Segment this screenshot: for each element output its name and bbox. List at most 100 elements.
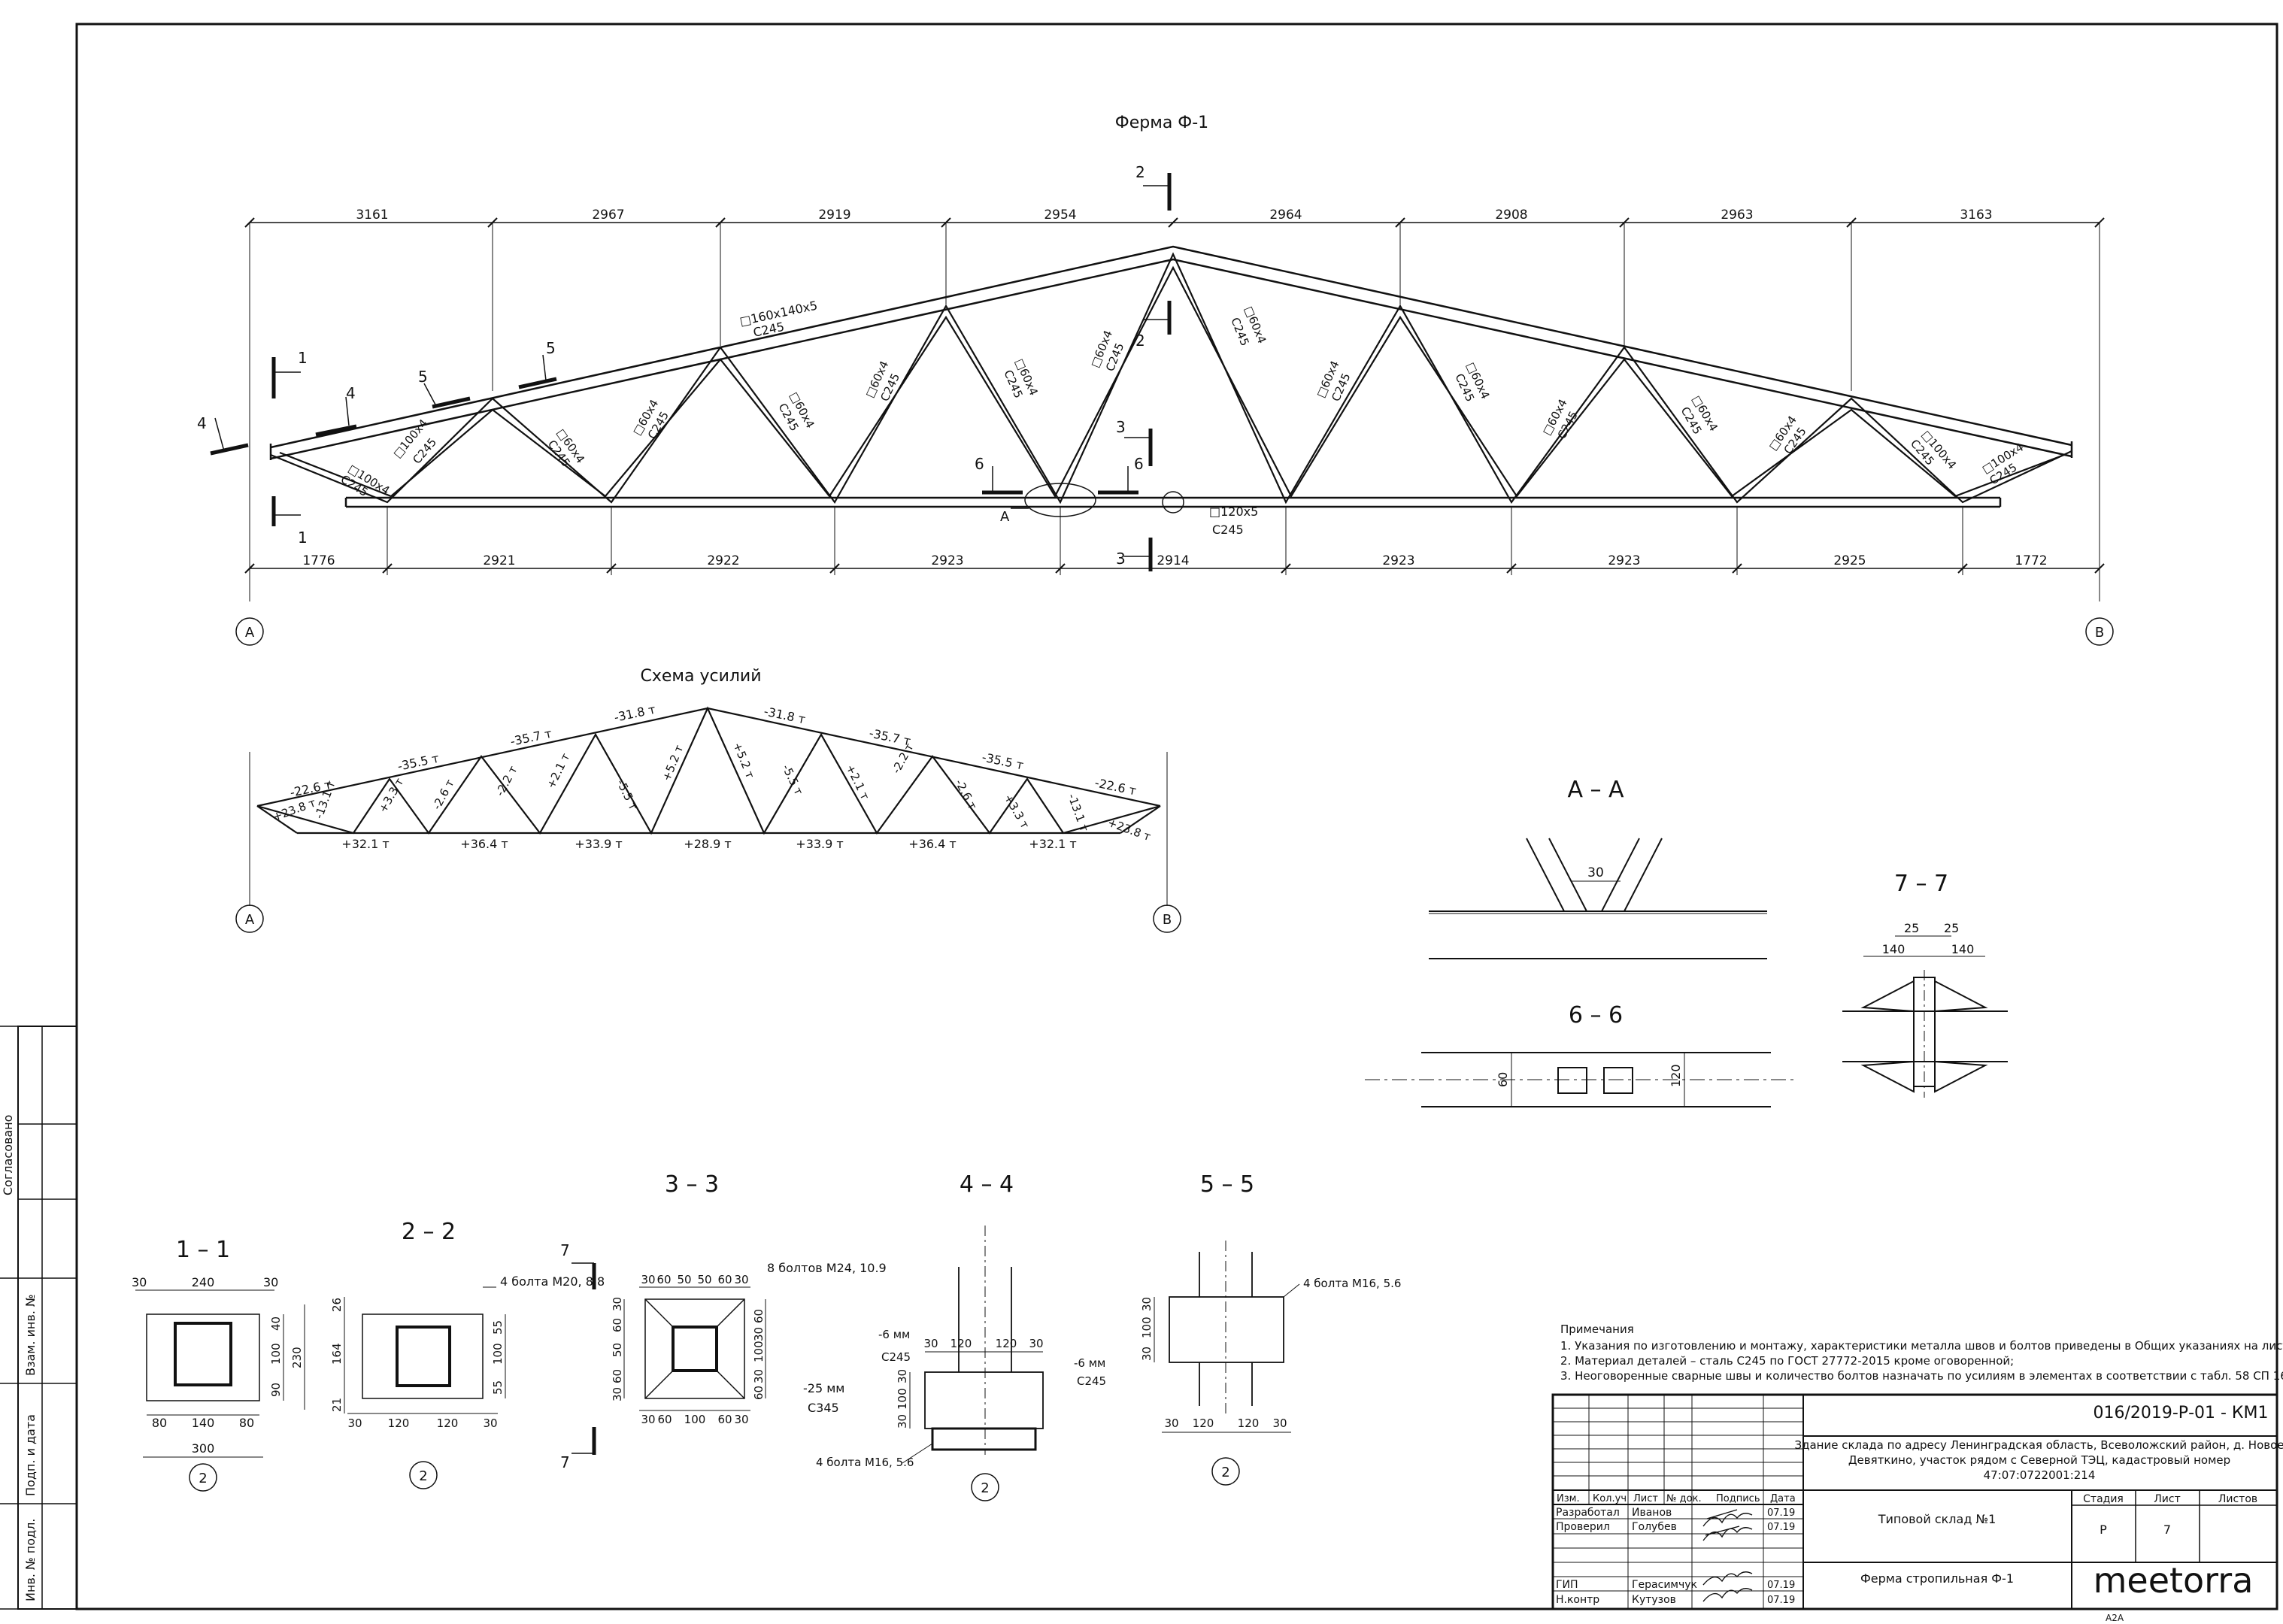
ref-label: 2 [199, 1471, 207, 1486]
bottom-dim: 2923 [1608, 553, 1640, 568]
title-block: Изм. Кол.уч Лист № док. Подпись Дата Раз… [1551, 1393, 2283, 1623]
tb-sheets-header: Листов [2218, 1493, 2257, 1505]
s55-dim: 30 [1164, 1416, 1178, 1430]
sheet-frame [75, 23, 2278, 1610]
s33-dim: 60 [611, 1318, 624, 1332]
s33-dim: 30 [611, 1387, 624, 1401]
tb-col-header: № док. [1666, 1493, 1702, 1504]
s33-dim: 30 [752, 1369, 766, 1383]
s11-dim: 100 [269, 1343, 283, 1365]
cut-4-label: 4 [197, 414, 207, 432]
section-5-5: 5 – 5 4 болта М16, 5.6 30 100 30 30 120 … [1140, 1171, 1401, 1486]
s22-dim: 26 [330, 1298, 344, 1312]
signature-icon [1702, 1509, 1753, 1602]
tb-role: ГИП [1556, 1579, 1578, 1591]
s33-dim: 30 [641, 1273, 655, 1286]
s11-dim: 40 [269, 1316, 283, 1331]
force-web: -2.2 т [890, 741, 917, 775]
tb-col-header: Подпись [1716, 1493, 1760, 1504]
s33-dim: 60 [717, 1273, 732, 1286]
cut-7-label: 7 [560, 1241, 570, 1259]
s44-dim: 30 [896, 1369, 909, 1383]
tb-date: 07.19 [1767, 1522, 1795, 1533]
s22-dim: 55 [491, 1380, 505, 1395]
section-2-2: 2 – 2 4 болта М20, 8.8 26 164 21 55 100 … [330, 1219, 605, 1489]
bottom-dim: 2923 [931, 553, 963, 568]
top-dim: 3163 [1960, 208, 1992, 223]
tb-name: Голубев [1632, 1521, 1677, 1533]
force-title: Схема усилий [640, 667, 761, 686]
notes-heading: Примечания [1560, 1323, 1634, 1336]
cut-6-label: 6 [975, 455, 984, 473]
truss-drawing: Ферма Ф-1 3161 2967 2919 2954 2964 2908 … [197, 114, 2114, 646]
s77-dim: 25 [1904, 921, 1919, 935]
note-line: 3. Неоговоренные сварные швы и количеств… [1560, 1369, 2283, 1383]
s22-dim: 21 [330, 1398, 344, 1412]
tb-name: Иванов [1632, 1507, 1672, 1519]
ref-bubble [189, 1463, 217, 1492]
s55-dim: 30 [1272, 1416, 1287, 1430]
tb-col-header: Дата [1770, 1493, 1796, 1504]
ref-label: 2 [419, 1468, 427, 1484]
aa-dim: 30 [1587, 865, 1604, 880]
s22-bolts: 4 болта М20, 8.8 [500, 1274, 605, 1289]
tb-name: Герасимчук [1632, 1579, 1697, 1591]
cut-2-label: 2 [1135, 163, 1145, 181]
s44-dim: 120 [996, 1337, 1017, 1350]
splice-mark [1162, 491, 1184, 514]
force-bottom: +33.9 т [796, 837, 843, 851]
top-dim: 2967 [592, 208, 624, 223]
tb-address: Здание склада по адресу Ленинградская об… [1794, 1438, 2283, 1452]
cut-1-label: 1 [298, 529, 308, 547]
bottom-dim: 2923 [1382, 553, 1414, 568]
s33-dim: 50 [611, 1343, 624, 1357]
axis-b-bubble [1153, 904, 1181, 933]
bottom-dimension-chain: 1776 2921 2922 2923 2914 2923 2923 2925 … [244, 507, 2105, 575]
s22-dim: 120 [388, 1416, 410, 1430]
s66-dim-right: 120 [1669, 1064, 1683, 1087]
s44-plate-l: -6 мм [878, 1328, 910, 1341]
axis-a-label: А [245, 625, 255, 641]
bottom-dim: 1772 [2015, 553, 2047, 568]
tb-date: 07.19 [1767, 1595, 1795, 1606]
s33-dim: 60 [611, 1369, 624, 1383]
tb-address: 47:07:0722001:214 [1984, 1468, 2096, 1482]
tb-col-header: Лист [1633, 1493, 1658, 1504]
tb-sheet-header: Лист [2154, 1493, 2180, 1505]
sign-date-label: Подп. и дата [23, 1414, 38, 1496]
s44-dim: 30 [896, 1414, 909, 1429]
s11-dim: 80 [239, 1416, 254, 1430]
note-line: 1. Указания по изготовлению и монтажу, х… [1560, 1339, 2283, 1353]
ref-label: 2 [1221, 1465, 1229, 1480]
s22-dim: 30 [483, 1416, 497, 1430]
axis-a-label: А [245, 912, 255, 928]
axis-b-label: В [1163, 912, 1172, 928]
s33-dim: 60 [657, 1413, 672, 1426]
s33-dim: 30 [752, 1327, 766, 1341]
tb-col-header: Изм. [1557, 1493, 1580, 1504]
tb-date: 07.19 [1767, 1580, 1795, 1591]
bottom-dim: 2921 [483, 553, 515, 568]
s33-plate: -25 мм [803, 1381, 844, 1395]
section-a-a: А – А 30 [1429, 777, 1767, 959]
force-web: +2.1 т [544, 751, 572, 791]
s22-dim: 100 [491, 1343, 505, 1365]
s44-plate-r-steel: С245 [1077, 1374, 1106, 1388]
force-web: +3.3 т [1002, 792, 1032, 831]
cut-2-label: 2 [1135, 332, 1145, 350]
cut-7-label: 7 [560, 1453, 570, 1471]
force-bottom: +33.9 т [575, 837, 622, 851]
section-6-6: 6 – 6 60 120 [1365, 1002, 1797, 1107]
bottom-chord-profile: □120х5 [1209, 504, 1258, 519]
cut-4-label: 4 [346, 384, 356, 402]
force-end: +23.8 т [271, 795, 317, 823]
tb-stage: Р [2100, 1522, 2107, 1537]
force-top: -22.6 т [1093, 775, 1138, 798]
axis-a-bubble [235, 904, 264, 933]
dimension-tick [2094, 563, 2105, 574]
s44-bolts: 4 болта М16, 5.6 [816, 1456, 914, 1469]
s22-dim: 120 [437, 1416, 459, 1430]
force-web: +5.2 т [730, 741, 756, 780]
s11-dim: 30 [132, 1275, 147, 1289]
section-title: 2 – 2 [402, 1219, 456, 1245]
